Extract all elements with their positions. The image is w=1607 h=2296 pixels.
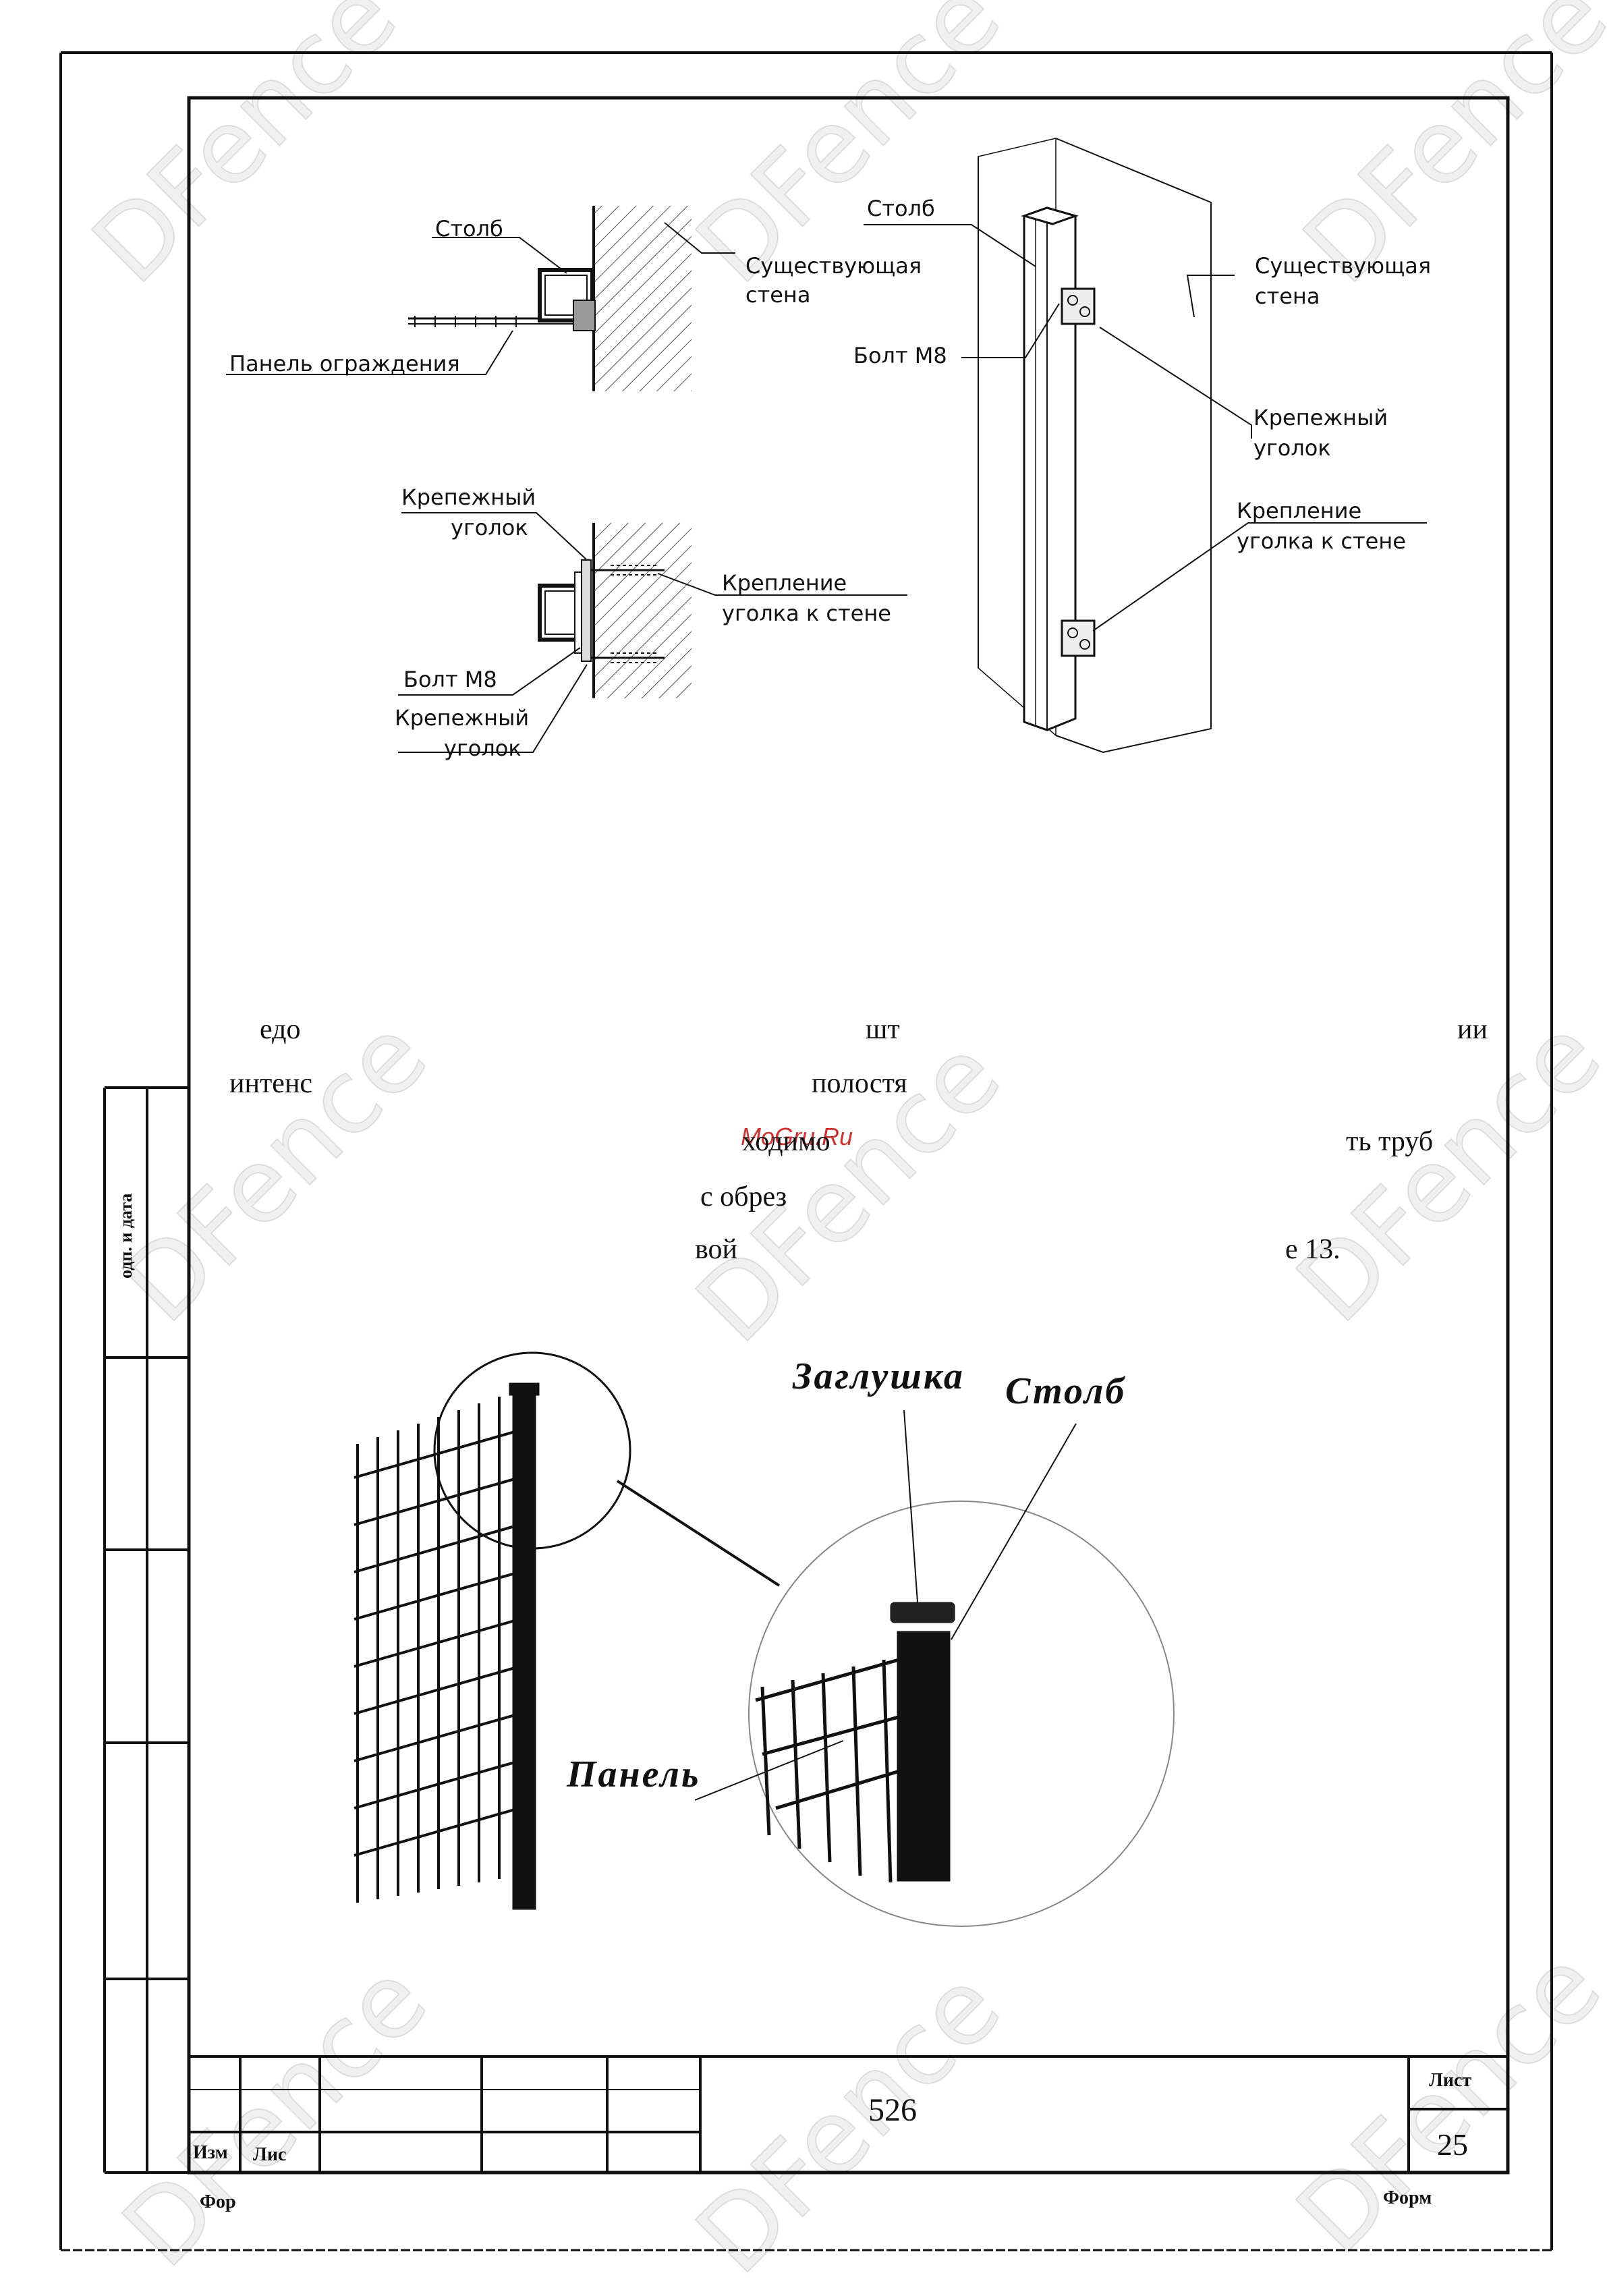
text-fragment: е 13.: [1285, 1234, 1341, 1265]
format-label-right: Форм: [1383, 2187, 1432, 2208]
section-view-drawing: [398, 512, 907, 753]
plan-wall-label-2: стена: [745, 282, 810, 308]
section-bracket-bottom-2: уголок: [444, 735, 521, 761]
mogru-watermark: MoGru.Ru: [741, 1123, 853, 1150]
text-fragment: едо: [260, 1014, 301, 1045]
sheet-number: 25: [1437, 2127, 1468, 2162]
section-bracket-top-1: Крепежный: [401, 484, 536, 510]
text-fragment: с обрез: [700, 1181, 787, 1212]
section-fixing-1: Крепление: [722, 570, 847, 596]
fence-panel-illustration: [354, 1351, 1175, 1927]
plan-panel-label: Панель ограждения: [229, 351, 460, 376]
plan-post-label: Столб: [435, 216, 503, 242]
format-label-left: Фор: [200, 2191, 236, 2212]
title-izm: Изм: [193, 2142, 228, 2163]
iso-bracket-1: Крепежный: [1253, 405, 1388, 430]
photo-post-label: Столб: [1005, 1370, 1126, 1412]
side-stamp-label: одп. и дата: [116, 1193, 136, 1279]
title-lis: Лис: [253, 2144, 287, 2165]
section-fixing-2: уголка к стене: [722, 600, 891, 626]
photo-cap-label: Заглушка: [792, 1355, 965, 1397]
iso-bracket-2: уголок: [1253, 435, 1331, 461]
iso-fixing-1: Крепление: [1237, 498, 1361, 524]
title-block-grid: [189, 2055, 1508, 2173]
isometric-drawing: [864, 138, 1427, 754]
text-fragment: ходимо: [742, 1126, 830, 1157]
plan-view-drawing: [226, 206, 735, 391]
document-number: 526: [868, 2092, 917, 2128]
plan-wall-label-1: Существующая: [745, 253, 922, 279]
side-stamp-columns: [103, 1086, 189, 2174]
photo-panel-label: Панель: [566, 1754, 700, 1795]
text-fragment: ии: [1457, 1014, 1488, 1045]
text-fragment: ть труб: [1346, 1126, 1434, 1157]
text-fragment: интенс: [229, 1068, 313, 1099]
iso-wall-label-1: Существующая: [1255, 253, 1431, 279]
iso-post-label: Столб: [867, 196, 935, 221]
drawing-labels: Столб Существующая стена Панель огражден…: [229, 196, 1431, 1795]
section-bracket-top-2: уголок: [451, 515, 528, 540]
sheet-label: Лист: [1429, 2070, 1472, 2091]
iso-bolt-label: Болт М8: [853, 343, 947, 368]
text-fragment: шт: [866, 1014, 900, 1045]
section-bracket-bottom-1: Крепежный: [395, 705, 529, 731]
text-fragment: полостя: [812, 1068, 907, 1099]
iso-wall-label-2: стена: [1255, 283, 1320, 309]
sheet-frame: [59, 51, 1553, 2251]
section-bolt-label: Болт М8: [403, 667, 497, 692]
text-fragment: вой: [695, 1234, 738, 1265]
iso-fixing-2: уголка к стене: [1237, 528, 1406, 554]
